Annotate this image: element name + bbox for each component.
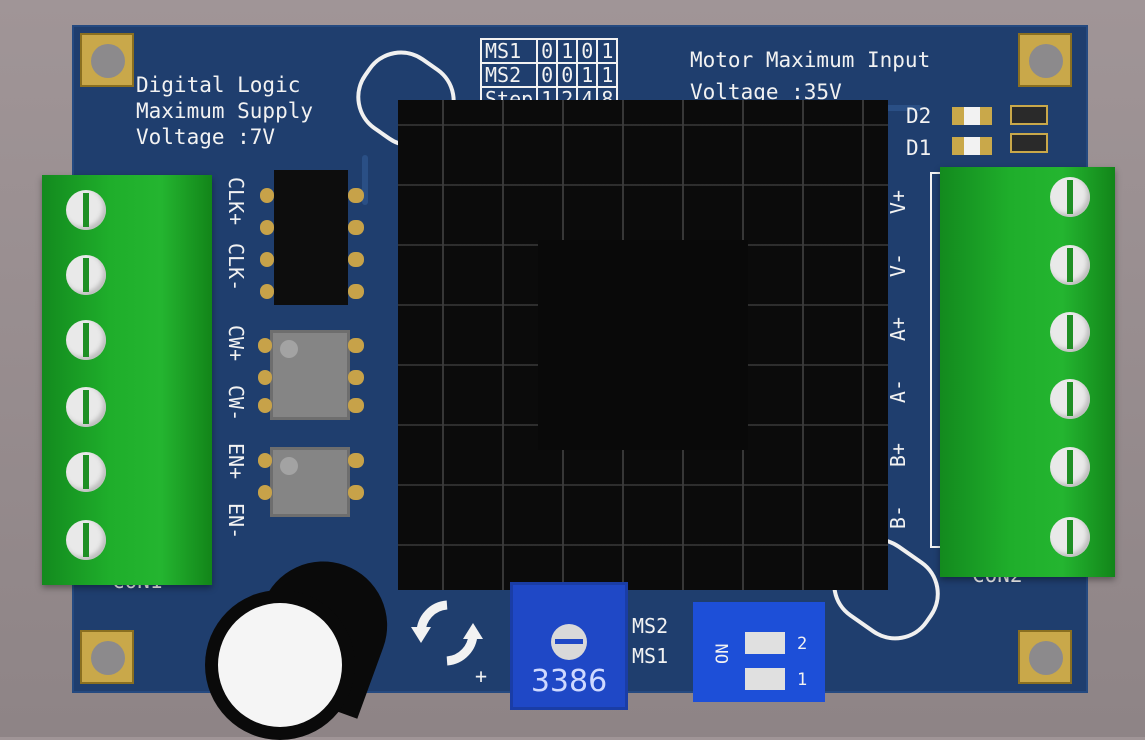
optocoupler-1 <box>270 330 350 420</box>
potentiometer[interactable]: 3386 <box>510 582 628 710</box>
screw-terminal[interactable] <box>66 255 106 295</box>
motor-label-line1: Motor Maximum Input <box>690 48 931 72</box>
logic-label-line3: Voltage :7V <box>136 125 276 149</box>
screw-terminal[interactable] <box>1050 379 1090 419</box>
ms1-label: MS1 <box>632 644 669 668</box>
resistor-r1 <box>1010 133 1048 153</box>
pot-label: 3386 <box>530 664 608 699</box>
ic-pin <box>260 220 274 235</box>
pin-label-cw-plus: CW+ <box>224 325 248 362</box>
pin-label-clk-minus: CLK- <box>224 243 248 292</box>
dip-2-label: 2 <box>797 634 808 654</box>
screw-terminal[interactable] <box>66 452 106 492</box>
table-cell: 0 <box>536 38 559 64</box>
dip-switch[interactable]: ON 2 1 <box>693 602 825 702</box>
pot-knob[interactable] <box>551 624 587 660</box>
opto-pin <box>258 485 272 500</box>
d2-label: D2 <box>906 104 932 128</box>
pin-label-b-plus: B+ <box>886 443 910 468</box>
mount-pad-top-right <box>1018 33 1072 87</box>
pin-label-a-minus: A- <box>886 379 910 404</box>
mount-pad-bottom-left <box>80 630 134 684</box>
electrolytic-capacitor <box>205 535 406 740</box>
pin-label-v-plus: V+ <box>886 190 910 215</box>
ms2-label: MS2 <box>632 614 669 638</box>
ic-pin <box>348 188 364 203</box>
pin-label-clk-plus: CLK+ <box>224 177 248 226</box>
ic-pin <box>260 284 274 299</box>
dip-switch-2[interactable] <box>745 632 785 654</box>
table-cell: 1 <box>596 62 619 88</box>
opto-pin <box>348 338 364 353</box>
pin-label-a-plus: A+ <box>886 317 910 342</box>
screw-terminal[interactable] <box>1050 517 1090 557</box>
led-d1 <box>952 137 992 155</box>
pin-label-v-minus: V- <box>886 253 910 278</box>
pin-label-b-minus: B- <box>886 505 910 530</box>
mount-pad-top-left <box>80 33 134 87</box>
opto-pin <box>348 485 364 500</box>
ic-pin <box>260 252 274 267</box>
trace <box>362 155 368 205</box>
screw-terminal[interactable] <box>1050 447 1090 487</box>
ic-pin <box>348 284 364 299</box>
table-cell: 0 <box>556 62 579 88</box>
led-d2 <box>952 107 992 125</box>
opto-pin <box>258 398 272 413</box>
ic-pin <box>348 220 364 235</box>
pin-label-en-minus: EN- <box>224 503 248 540</box>
ic-chip <box>274 170 348 305</box>
heatsink-core <box>538 240 748 450</box>
heatsink <box>398 100 888 590</box>
plus-label: + <box>475 664 488 688</box>
opto-pin <box>348 398 364 413</box>
rotate-arrows-icon <box>407 593 487 673</box>
screw-terminal[interactable] <box>66 320 106 360</box>
logic-label-line1: Digital Logic <box>136 73 301 97</box>
screw-terminal[interactable] <box>66 387 106 427</box>
table-cell: 0 <box>576 38 599 64</box>
resistor-r2 <box>1010 105 1048 125</box>
opto-pin <box>258 453 272 468</box>
ic-pin <box>260 188 274 203</box>
opto-pin <box>348 453 364 468</box>
terminal-block-con1 <box>42 175 212 585</box>
logic-label-line2: Maximum Supply <box>136 99 314 123</box>
table-cell: 1 <box>576 62 599 88</box>
screw-terminal[interactable] <box>66 520 106 560</box>
table-cell: 1 <box>596 38 619 64</box>
d1-label: D1 <box>906 136 932 160</box>
opto-pin <box>348 370 364 385</box>
screw-terminal[interactable] <box>1050 312 1090 352</box>
dip-switch-1[interactable] <box>745 668 785 690</box>
table-cell: MS1 <box>479 38 539 64</box>
pin-label-en-plus: EN+ <box>224 443 248 480</box>
mount-pad-bottom-right <box>1018 630 1072 684</box>
table-cell: MS2 <box>479 62 539 88</box>
opto-pin <box>258 370 272 385</box>
dip-1-label: 1 <box>797 670 808 690</box>
terminal-block-con2 <box>940 167 1115 577</box>
table-row: MS2 0 0 1 1 <box>479 62 619 88</box>
table-cell: 0 <box>536 62 559 88</box>
dip-on-label: ON <box>713 643 733 664</box>
pin-label-cw-minus: CW- <box>224 385 248 422</box>
table-cell: 1 <box>556 38 579 64</box>
ic-pin <box>348 252 364 267</box>
table-row: MS1 0 1 0 1 <box>479 38 619 64</box>
opto-pin <box>258 338 272 353</box>
screw-terminal[interactable] <box>66 190 106 230</box>
screw-terminal[interactable] <box>1050 245 1090 285</box>
screw-terminal[interactable] <box>1050 177 1090 217</box>
optocoupler-2 <box>270 447 350 517</box>
